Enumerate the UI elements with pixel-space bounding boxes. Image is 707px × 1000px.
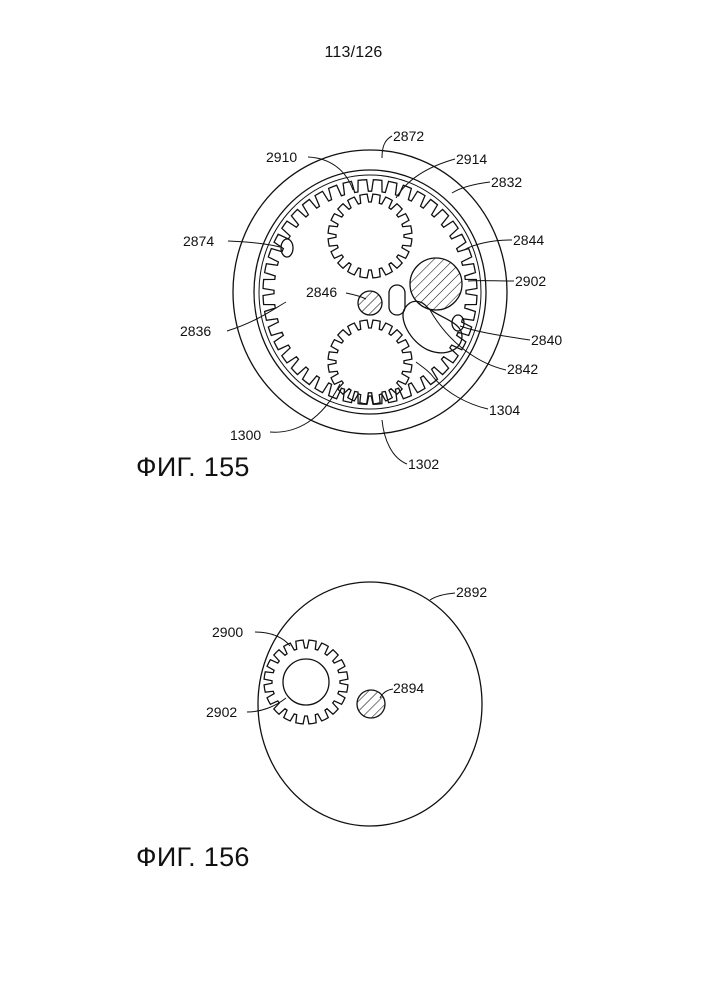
figure-156: 2892 2900 2894 2902 [206,582,487,826]
label-1304: 1304 [489,402,520,418]
label-2872: 2872 [393,128,424,144]
label-2832: 2832 [491,174,522,190]
label-2902: 2902 [515,273,546,289]
figure-155-caption: ФИГ. 155 [136,452,250,483]
label-2840: 2840 [531,332,562,348]
figure-155: 2872 2910 2914 2832 2874 2844 2902 2846 … [180,128,562,472]
label-2902-fig156: 2902 [206,704,237,720]
label-2910: 2910 [266,149,297,165]
label-2842: 2842 [507,361,538,377]
label-2874: 2874 [183,233,214,249]
figure-156-caption: ФИГ. 156 [136,842,250,873]
gear-bore-2902 [283,659,329,705]
planet-gear-top [328,194,412,278]
label-2892: 2892 [456,584,487,600]
hatched-pin-small [358,291,382,315]
label-1300: 1300 [230,427,261,443]
label-2894: 2894 [393,680,424,696]
label-2844: 2844 [513,232,544,248]
label-2846: 2846 [306,284,337,300]
hatched-pin-large [410,258,462,310]
spur-gear-2900 [264,640,348,724]
label-2914: 2914 [456,151,487,167]
label-1302: 1302 [408,456,439,472]
center-slot [389,285,405,315]
hatched-pin-2894 [357,690,385,718]
label-2900: 2900 [212,624,243,640]
label-2836: 2836 [180,323,211,339]
planet-gear-bottom [328,320,412,404]
